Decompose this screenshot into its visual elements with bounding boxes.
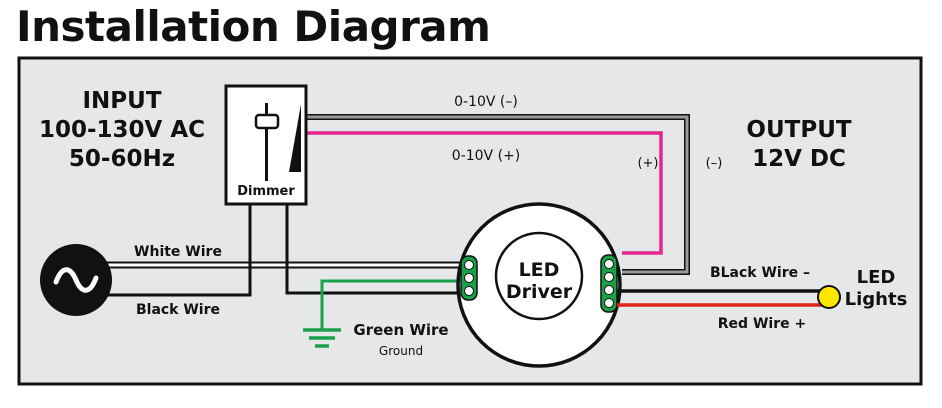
led-driver [456,202,622,368]
lights-label-line2: Lights [845,289,908,310]
green-wire [320,279,466,330]
dimmer-slider-icon [254,103,301,181]
ground-label: Ground [379,344,423,358]
dim-positive-wire [306,131,663,255]
driver-label-line1: LED [519,259,560,281]
input-frequency: 50-60Hz [69,146,175,172]
plus-marker: (+) [637,156,658,171]
input-label: INPUT [82,88,161,114]
green-wire-label: Green Wire [353,321,448,339]
red-output-label: Red Wire + [718,316,806,332]
input-voltage: 100-130V AC [39,117,205,143]
output-label: OUTPUT [746,117,851,143]
black-output-label: BLack Wire – [710,265,810,281]
minus-marker: (–) [706,156,723,171]
driver-label-line2: Driver [506,281,573,303]
dim-negative-label: 0-10V (–) [454,94,518,110]
dimmed-black-wire [285,204,466,295]
black-wire-label: Black Wire [136,302,220,318]
ground-icon [303,328,341,348]
ac-source-icon [40,244,112,316]
white-wire-label: White Wire [134,244,222,260]
dimmer-label: Dimmer [237,184,295,199]
bulb-icon [817,285,841,309]
output-voltage: 12V DC [752,146,846,172]
dim-positive-label: 0-10V (+) [452,148,520,164]
dimmer-box [224,84,308,206]
page-title: Installation Diagram [16,2,491,51]
lights-label-line1: LED [857,267,896,288]
black-wire [100,204,252,297]
